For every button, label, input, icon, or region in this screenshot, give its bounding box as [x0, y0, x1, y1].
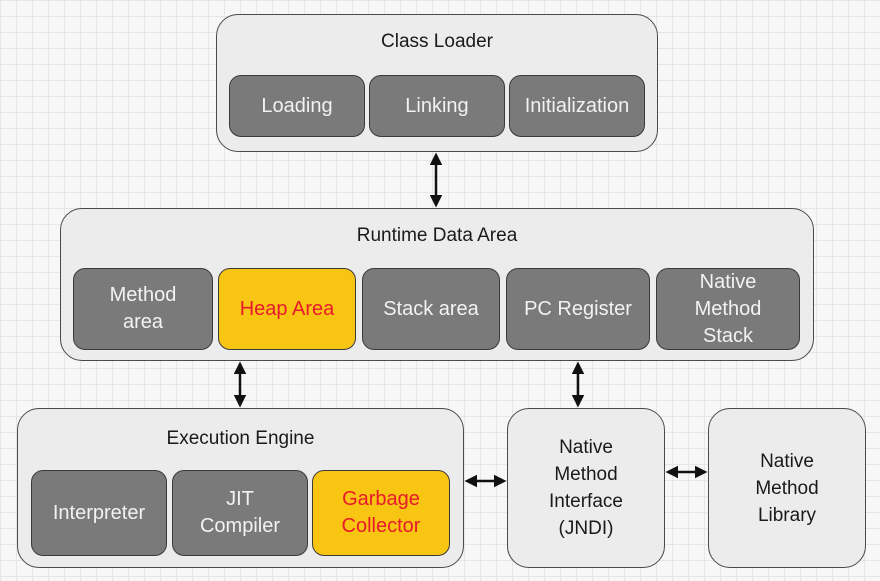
linking-box: Linking	[369, 75, 505, 137]
class-loader-group: Class Loader Loading Linking Initializat…	[216, 14, 658, 152]
native-method-interface-box: Native Method Interface (JNDI)	[507, 408, 665, 568]
execution-engine-title: Execution Engine	[166, 428, 315, 449]
initialization-box: Initialization	[509, 75, 645, 137]
runtime-data-area-title: Runtime Data Area	[356, 225, 518, 246]
runtime-data-area-group: Runtime Data Area Method area Heap Area …	[60, 208, 814, 361]
stack-area-box: Stack area	[362, 268, 500, 350]
class-loader-title: Class Loader	[381, 31, 493, 52]
garbage-collector-box: Garbage Collector	[312, 470, 450, 556]
native-method-library-box: Native Method Library	[708, 408, 866, 568]
execution-engine-group: Execution Engine Interpreter JIT Compile…	[17, 408, 464, 568]
heap-area-box: Heap Area	[218, 268, 356, 350]
method-area-box: Method area	[73, 268, 213, 350]
loading-box: Loading	[229, 75, 365, 137]
jit-compiler-box: JIT Compiler	[172, 470, 308, 556]
native-method-stack-box: Native Method Stack	[656, 268, 800, 350]
pc-register-box: PC Register	[506, 268, 650, 350]
interpreter-box: Interpreter	[31, 470, 167, 556]
